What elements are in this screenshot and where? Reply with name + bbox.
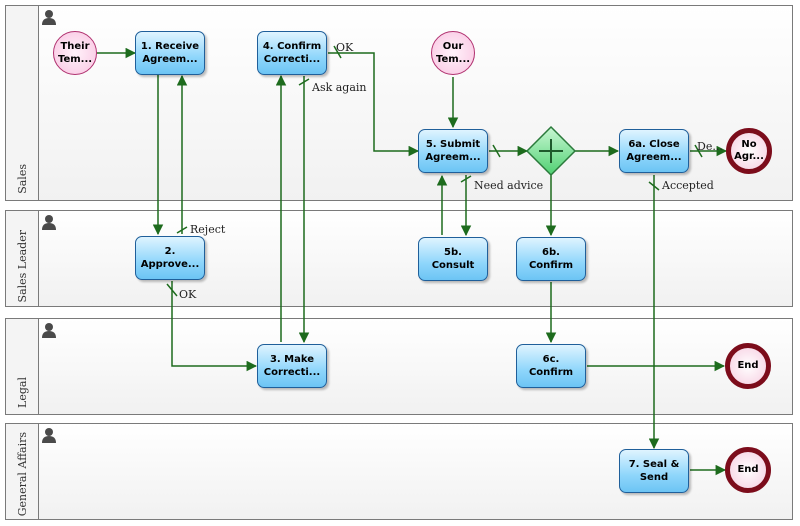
default-flow-slash [648, 181, 660, 191]
end-event-no-agreement[interactable]: No Agr... [726, 128, 772, 174]
task-approve[interactable]: 2. Approve... [135, 236, 205, 280]
flow-confirm-ok[interactable] [328, 52, 420, 157]
lane-header-sales-leader: Sales Leader [6, 211, 39, 306]
default-flow-slash [694, 144, 703, 158]
start-event-their-template[interactable]: Their Tem... [53, 31, 97, 75]
default-flow-slash [176, 226, 188, 234]
default-flow-slash [492, 144, 501, 158]
lane-header-legal: Legal [6, 319, 39, 414]
flow-approve-ok[interactable] [171, 281, 258, 372]
parallel-gateway-icon[interactable] [525, 125, 577, 177]
default-flow-slash [298, 78, 310, 86]
flow-label-reject: Reject [190, 223, 226, 236]
task-receive-agreement[interactable]: 1. Receive Agreem... [135, 31, 205, 75]
person-icon [42, 323, 56, 338]
start-event-our-template[interactable]: Our Tem... [431, 31, 475, 75]
default-flow-slash [333, 45, 342, 59]
task-close-agreement[interactable]: 6a. Close Agreem... [619, 129, 689, 173]
person-icon [42, 428, 56, 443]
person-icon [42, 10, 56, 25]
lane-header-sales: Sales [6, 6, 39, 200]
end-event-general-affairs[interactable]: End [725, 447, 771, 493]
task-confirm-6b[interactable]: 6b. Confirm [516, 237, 586, 281]
task-seal-and-send[interactable]: 7. Seal & Send [619, 449, 689, 493]
default-flow-slash [166, 283, 178, 297]
task-submit-agreement[interactable]: 5. Submit Agreem... [418, 129, 488, 173]
task-confirm-6c[interactable]: 6c. Confirm [516, 344, 586, 388]
flow-label-declined: De... [697, 140, 723, 153]
task-confirm-corrections[interactable]: 4. Confirm Correcti... [257, 31, 327, 75]
flow-label-ok: OK [336, 41, 354, 54]
task-consult[interactable]: 5b. Consult [418, 237, 488, 281]
flow-label-accepted: Accepted [662, 179, 714, 192]
flow-label-ok: OK [179, 288, 197, 301]
default-flow-slash [460, 175, 472, 183]
person-icon [42, 215, 56, 230]
end-event-legal[interactable]: End [725, 343, 771, 389]
flow-label-ask-again: Ask again [312, 81, 367, 94]
task-make-corrections[interactable]: 3. Make Correcti... [257, 344, 327, 388]
flow-label-need-advice: Need advice [474, 179, 544, 192]
lane-header-general-affairs: General Affairs [6, 424, 39, 519]
